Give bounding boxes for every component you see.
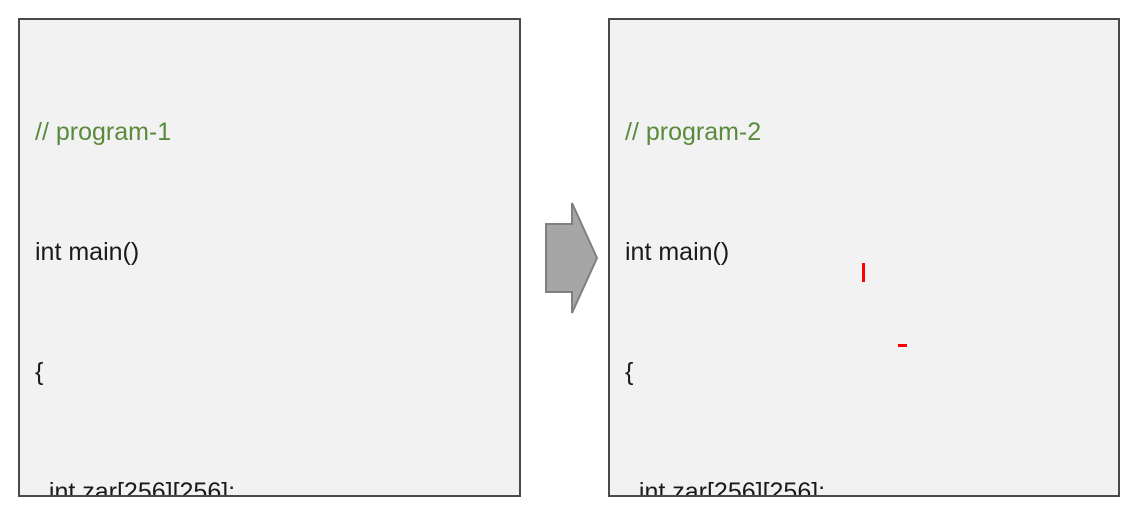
code-listing-program-1: // program-1 int main() { int zar[256][2… (35, 32, 515, 497)
code-listing-program-2: // program-2 int main() { int zar[256][2… (625, 32, 1114, 497)
arrow-shape (545, 202, 599, 314)
code-line: { (625, 358, 634, 386)
code-panel-program-1: // program-1 int main() { int zar[256][2… (18, 18, 521, 497)
code-line: int main() (625, 238, 730, 266)
arrow-right-icon (545, 202, 599, 314)
code-line: // program-1 (35, 118, 172, 146)
code-line: int zar[256][256]; (35, 478, 236, 497)
code-line: int main() (35, 238, 140, 266)
code-line: { (35, 358, 44, 386)
annotation-tick-outer-loop (862, 263, 865, 282)
code-panel-program-2: // program-2 int main() { int zar[256][2… (608, 18, 1120, 497)
flow-arrow-right (540, 198, 602, 318)
annotation-tick-inner-loop (898, 344, 907, 347)
code-line: // program-2 (625, 118, 762, 146)
code-line: int zar[256][256]; (625, 478, 826, 497)
